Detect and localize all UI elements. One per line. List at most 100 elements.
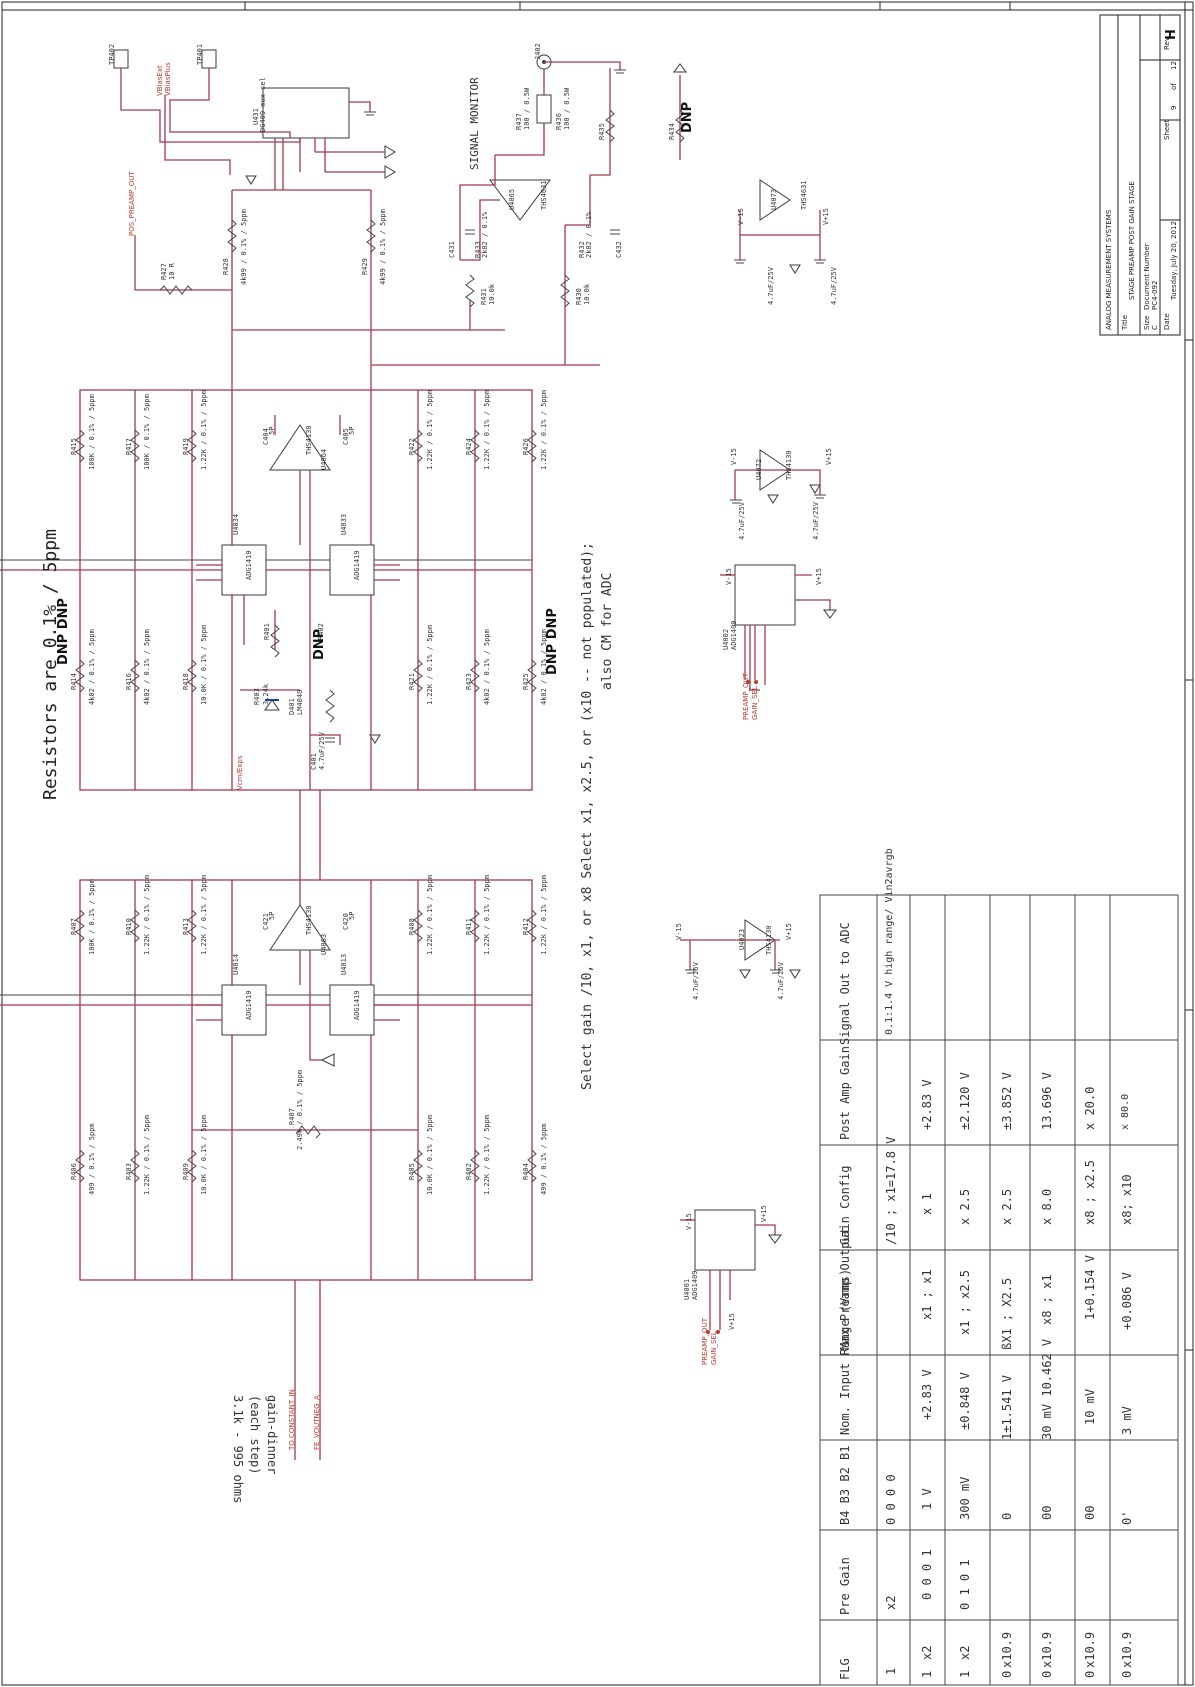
table-cell: x2 [920,1645,934,1660]
part-ref: U4063 [320,933,328,955]
table-cell: 0 [1083,1670,1097,1678]
part-value: THS4130 [305,905,313,935]
part-value: 5P [268,426,276,435]
signal-monitor-label: SIGNAL MONITOR [468,77,481,170]
part-ref: U4001 [683,1278,691,1300]
ladder-value: 10.0K / 0.1% / 5ppm [200,1114,208,1195]
part-ref: R431 [480,288,488,305]
part-value: 4.7uF/25V [830,267,838,305]
table-cell: x 80.0 [1120,1093,1131,1130]
ladder-value: 4k02 / 0.1% / 5ppm [143,629,151,705]
supply-neg-label: V-15 [725,568,733,585]
table-cell: 30 mV 10.462 V [1040,1338,1054,1440]
table-cell: 0 0 0 1 [920,1549,934,1600]
ladder-value: 4k02 / 0.1% / 5ppm [88,629,96,705]
table-cell: 13.696 V [1040,1072,1054,1130]
net-preamp-out: POS_PREAMP_OUT [128,171,136,236]
table-cell: 0 [1000,1512,1014,1520]
table-cell: 1±1.541 V [1000,1374,1014,1440]
adc-cm-note: also CM for ADC [600,572,615,690]
title-block-company: ANALOG MEASUREMENT SYSTEMS [1105,209,1113,330]
part-value: 4.7uF/25V [812,502,820,540]
part-value: DG409 mux sel [259,77,267,132]
part-value: ADG1409 [730,620,738,650]
table-cell: 0 [1120,1670,1134,1678]
supply-neg-label: V-15 [685,1213,693,1230]
table-cell: x1 ; x1 [920,1269,934,1320]
table-cell: x 2.5 [958,1188,972,1225]
part-ref: R403 [253,688,261,705]
table-cell: x1 ; x2.5 [958,1269,972,1335]
ladder-ref: R419 [182,438,190,455]
table-cell: 00 [1040,1505,1054,1520]
ladder-ref: R421 [408,673,416,690]
table-header: Nom. Input Range (Vrms) [838,1268,852,1435]
ladder-ref: R424 [465,438,473,455]
gain-chain-note-3: gain-dinner [265,1395,279,1475]
ladder-ref: R403 [125,1163,133,1180]
part-ref: R430 [575,288,583,305]
table-cell: 3 mV [1120,1406,1134,1435]
supply-neg-label: V-15 [737,208,745,225]
net-adc-n: GAIN_SEL [751,686,759,720]
ladder-value: 10.0K / 0.1% / 5ppm [426,1114,434,1195]
ladder-ref: R402 [465,1163,473,1180]
table-cell: ßX1 ; X2.5 [1000,1277,1014,1350]
part-value: 2k02 / 0.1% [481,211,489,258]
part-value: 4.7uF/25V [777,962,785,1000]
table-cell: 0 1 0 1 [958,1559,972,1610]
ladder-ref: R411 [465,918,473,935]
table-header: Post Amp Gain [838,1046,852,1140]
ladder-value: 10.0K / 0.1% / 5ppm [200,624,208,705]
supply-pos-label: V+15 [822,208,830,225]
test-point: TP402 [108,43,116,65]
part-value: 4.7uF/25V [767,267,775,305]
part-ref: R407 [288,1108,296,1125]
part-ref: R434 [668,123,676,140]
ladder-value: 100K / 0.1% / 5ppm [88,394,96,470]
part-value: 4.7uF/25V [318,732,326,770]
table-cell: 0' [1120,1510,1134,1525]
table-cell: +2.83 V [920,1369,934,1420]
part-ref: R429 [361,258,369,275]
part-value: 10.0k [488,283,496,305]
table-cell: 0 [1000,1670,1014,1678]
part-ref: U4065 [508,188,516,210]
part-value: 4k99 / 0.1% / 5ppm [240,209,248,285]
table-cell: 00 [1083,1505,1097,1520]
part-value: 5P [348,426,356,435]
ladder-ref: R418 [182,673,190,690]
ladder-ref: R415 [70,438,78,455]
table-cell: x2 [958,1645,972,1660]
title-block-title: STAGE PREAMP POST GAIN STAGE [1128,181,1136,300]
part-value: ADG1419 [353,990,361,1020]
part-value: THS4130 [765,925,773,955]
supply-pos-label: V+15 [728,1313,736,1330]
table-cell: 1 [958,1670,972,1678]
table-cell: 10 mV [1083,1388,1097,1425]
ladder-ref: R414 [70,673,78,690]
part-ref: U4072 [755,458,763,480]
table-header: B4 B3 B2 B1 [838,1445,852,1525]
ladder-value: 1.22K / 0.1% / 5ppm [143,1114,151,1195]
part-value: 100 / 0.5W [563,87,571,130]
part-value: 10 R [168,263,176,280]
ladder-value: 1.22K / 0.1% / 5ppm [483,874,491,955]
part-value: THS4130 [785,450,793,480]
title-block-doc: PC4-092 [1151,280,1159,310]
part-ref: C432 [615,241,623,258]
part-value: ADG1409 [691,1270,699,1300]
part-ref: U4033 [340,513,348,535]
table-cell: +0.086 V [1120,1272,1134,1330]
net-adc-p: PREAMP_OUT [742,673,750,720]
ladder-ref: R417 [125,438,133,455]
table-cell: 1 [920,1670,934,1678]
title-block-date: Tuesday, July 20, 2012 [1170,221,1178,300]
part-value: 2k02 / 0.1% [585,211,593,258]
table-cell: 0 0 0 0 [884,1474,898,1525]
table-cell: x 1 [920,1193,934,1215]
table-header: Signal Out to ADC [838,922,852,1045]
net-vbias-2: VBiasPlus [164,62,172,96]
ladder-value: 499 / 0.1% / 5ppm [540,1123,548,1195]
